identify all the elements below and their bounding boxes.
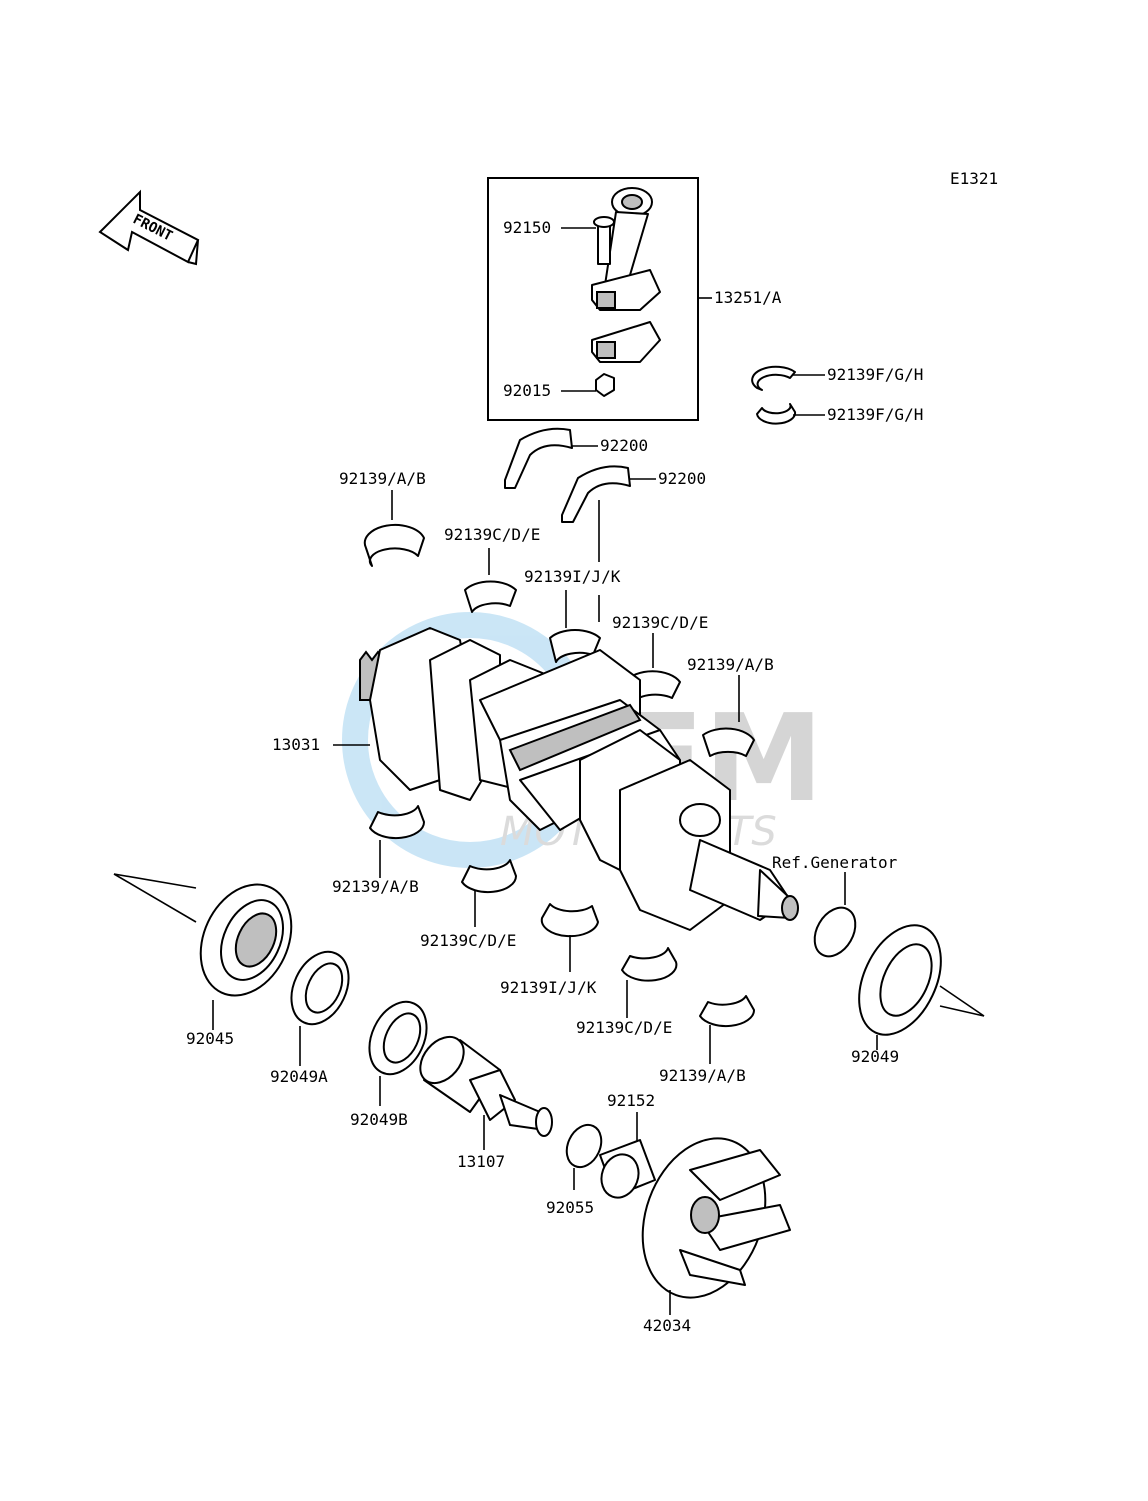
seal-92049: [858, 924, 942, 1036]
main-bearing-lower-4: [621, 947, 678, 982]
label-92139IJK-1: 92139I/J/K: [524, 567, 621, 586]
label-92139AB-4: 92139/A/B: [659, 1066, 746, 1085]
label-92139FGH-2: 92139F/G/H: [827, 405, 923, 424]
label-42034: 42034: [643, 1316, 691, 1335]
bearing-92139FGH-1: [751, 365, 796, 391]
label-92152: 92152: [607, 1091, 655, 1110]
label-92139AB-1: 92139/A/B: [339, 469, 426, 488]
conrod-box: [487, 177, 699, 421]
main-bearing-upper-1: [363, 523, 425, 567]
main-bearing-upper-3: [549, 629, 601, 663]
label-92139CDE-1: 92139C/D/E: [444, 525, 540, 544]
main-bearing-upper-2: [464, 580, 517, 613]
label-92139CDE-3: 92139C/D/E: [420, 931, 516, 950]
main-bearing-lower-1: [369, 805, 426, 840]
bearing-92139FGH-2: [756, 403, 797, 425]
bolt-92150: [593, 216, 615, 265]
label-13031: 13031: [272, 735, 320, 754]
thrust-washer-92200-1: [504, 427, 573, 489]
label-92049A: 92049A: [270, 1067, 328, 1086]
collar-92152: [599, 1139, 656, 1199]
main-bearing-lower-5: [699, 995, 756, 1028]
main-bearing-upper-5: [702, 727, 755, 757]
reference-generator: Ref.Generator: [772, 853, 898, 872]
front-arrow-icon: FRONT: [98, 189, 200, 266]
crankshaft: [359, 627, 799, 931]
seal-92049A: [290, 950, 350, 1026]
label-92200-1: 92200: [600, 436, 648, 455]
nut-92015: [595, 373, 615, 397]
shaft-13107: [419, 1035, 553, 1137]
main-bearing-lower-2: [461, 859, 518, 894]
oring-92055: [565, 1123, 603, 1169]
label-13107: 13107: [457, 1152, 505, 1171]
label-13251A: 13251/A: [714, 288, 782, 307]
coupling-42034: [641, 1137, 791, 1299]
label-92139AB-3: 92139/A/B: [332, 877, 419, 896]
label-92139FGH-1: 92139F/G/H: [827, 365, 923, 384]
label-92055: 92055: [546, 1198, 594, 1217]
label-92139IJK-2: 92139I/J/K: [500, 978, 597, 997]
main-bearing-lower-3: [540, 903, 599, 938]
diagram-code: E1321: [950, 169, 998, 188]
seal-92049B: [368, 1000, 428, 1076]
label-92015: 92015: [503, 381, 551, 400]
label-92049B: 92049B: [350, 1110, 408, 1129]
label-92045: 92045: [186, 1029, 234, 1048]
connecting-rod: [591, 187, 661, 363]
label-92049: 92049: [851, 1047, 899, 1066]
thrust-washer-92200-2: [561, 465, 631, 523]
label-92139AB-2: 92139/A/B: [687, 655, 774, 674]
bearing-92045: [199, 883, 293, 997]
label-92139CDE-2: 92139C/D/E: [612, 613, 708, 632]
label-92150: 92150: [503, 218, 551, 237]
oring-ref-generator: [813, 906, 857, 958]
label-92200-2: 92200: [658, 469, 706, 488]
label-92139CDE-4: 92139C/D/E: [576, 1018, 672, 1037]
